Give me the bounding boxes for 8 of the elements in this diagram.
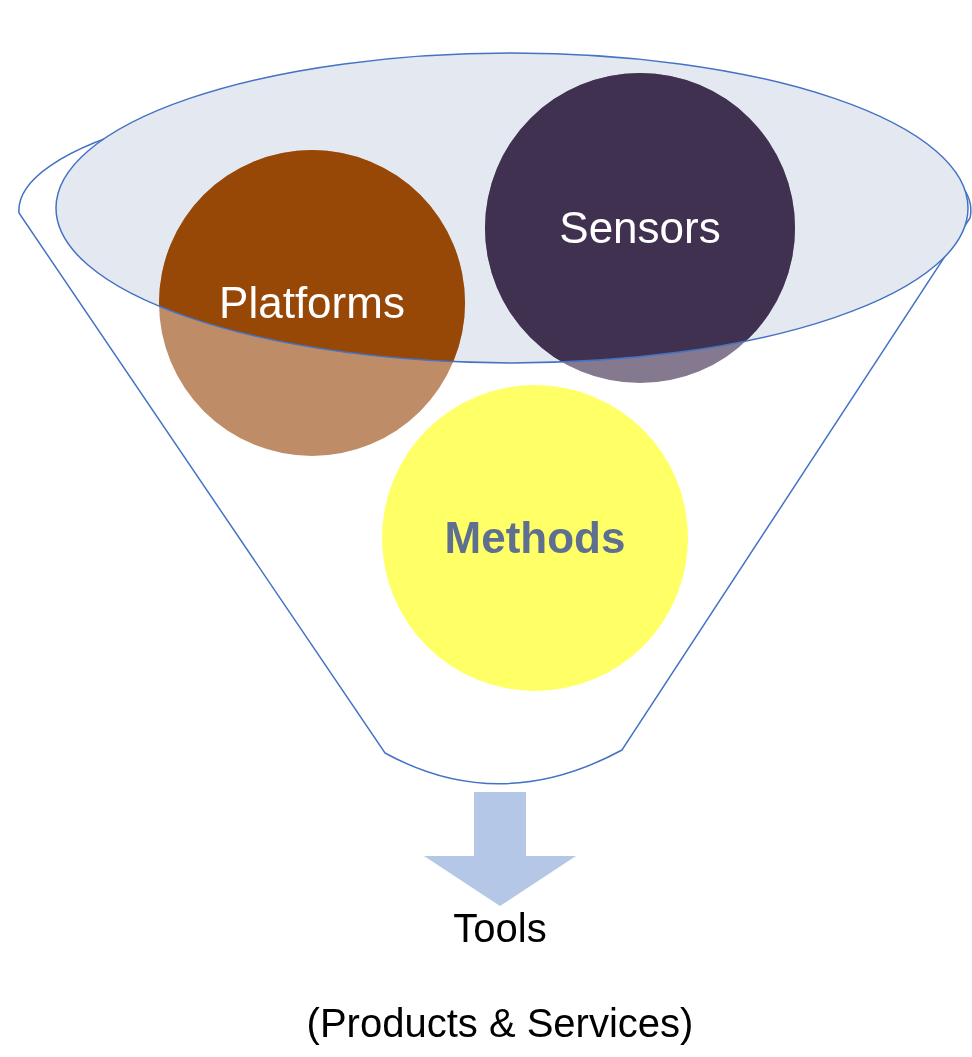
category-circle xyxy=(485,73,795,383)
category-circle xyxy=(382,385,688,691)
circle-label: Platforms xyxy=(219,278,405,328)
circle-label: Sensors xyxy=(559,203,721,253)
output-caption: (Products & Services) xyxy=(306,1001,694,1046)
flow-arrow xyxy=(424,792,576,906)
circle-label: Methods xyxy=(444,513,626,563)
output-label: Tools xyxy=(453,906,547,951)
